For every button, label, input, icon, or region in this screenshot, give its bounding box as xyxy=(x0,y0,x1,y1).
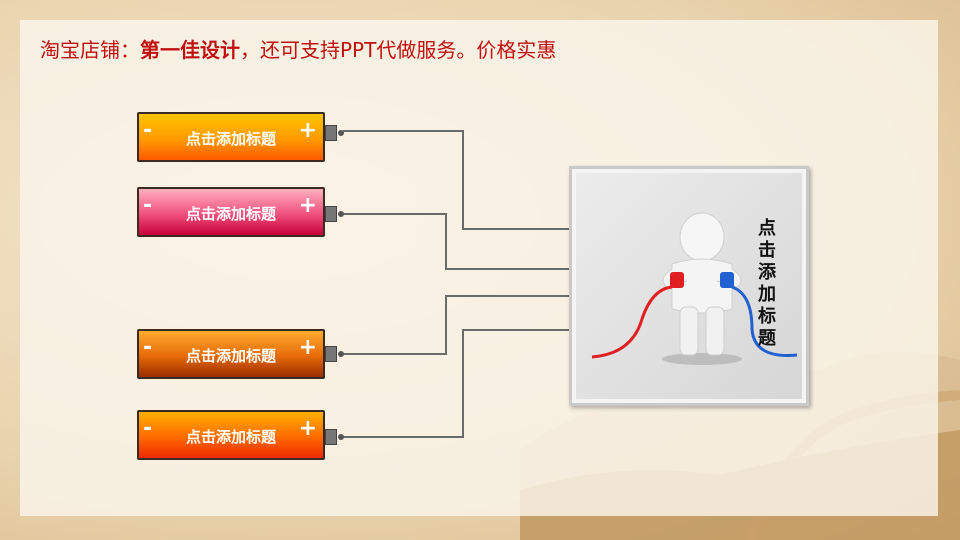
battery-terminal-icon xyxy=(325,346,344,362)
minus-sign: - xyxy=(143,193,153,218)
plus-sign: + xyxy=(298,335,317,360)
plug-figure-icon xyxy=(591,212,798,365)
page-header: 淘宝店铺：第一佳设计，还可支持PPT代做服务。价格实惠 xyxy=(40,34,556,63)
minus-sign: - xyxy=(143,416,153,441)
battery-terminal-icon xyxy=(325,206,344,222)
battery-1-label: 点击添加标题 xyxy=(185,130,276,148)
battery-3-label: 点击添加标题 xyxy=(185,347,276,365)
battery-terminal-icon xyxy=(325,429,344,445)
battery-4-label: 点击添加标题 xyxy=(185,428,276,446)
plus-sign: + xyxy=(298,193,317,218)
battery-2-label: 点击添加标题 xyxy=(185,205,276,223)
plus-sign: + xyxy=(298,118,317,143)
figure-panel xyxy=(569,166,809,406)
battery-3[interactable]: - 点击添加标题 + xyxy=(137,329,325,379)
minus-sign: - xyxy=(143,118,153,143)
header-brand: 第一佳设计 xyxy=(140,38,240,62)
header-prefix: 淘宝店铺： xyxy=(40,38,140,62)
battery-1[interactable]: - 点击添加标题 + xyxy=(137,112,325,162)
panel-vertical-title: 点击添加标题 xyxy=(758,218,776,349)
battery-terminal-icon xyxy=(325,125,344,141)
battery-2[interactable]: - 点击添加标题 + xyxy=(137,187,325,237)
battery-4[interactable]: - 点击添加标题 + xyxy=(137,410,325,460)
plus-sign: + xyxy=(298,416,317,441)
header-suffix: ，还可支持PPT代做服务。价格实惠 xyxy=(240,38,557,62)
minus-sign: - xyxy=(143,335,153,360)
